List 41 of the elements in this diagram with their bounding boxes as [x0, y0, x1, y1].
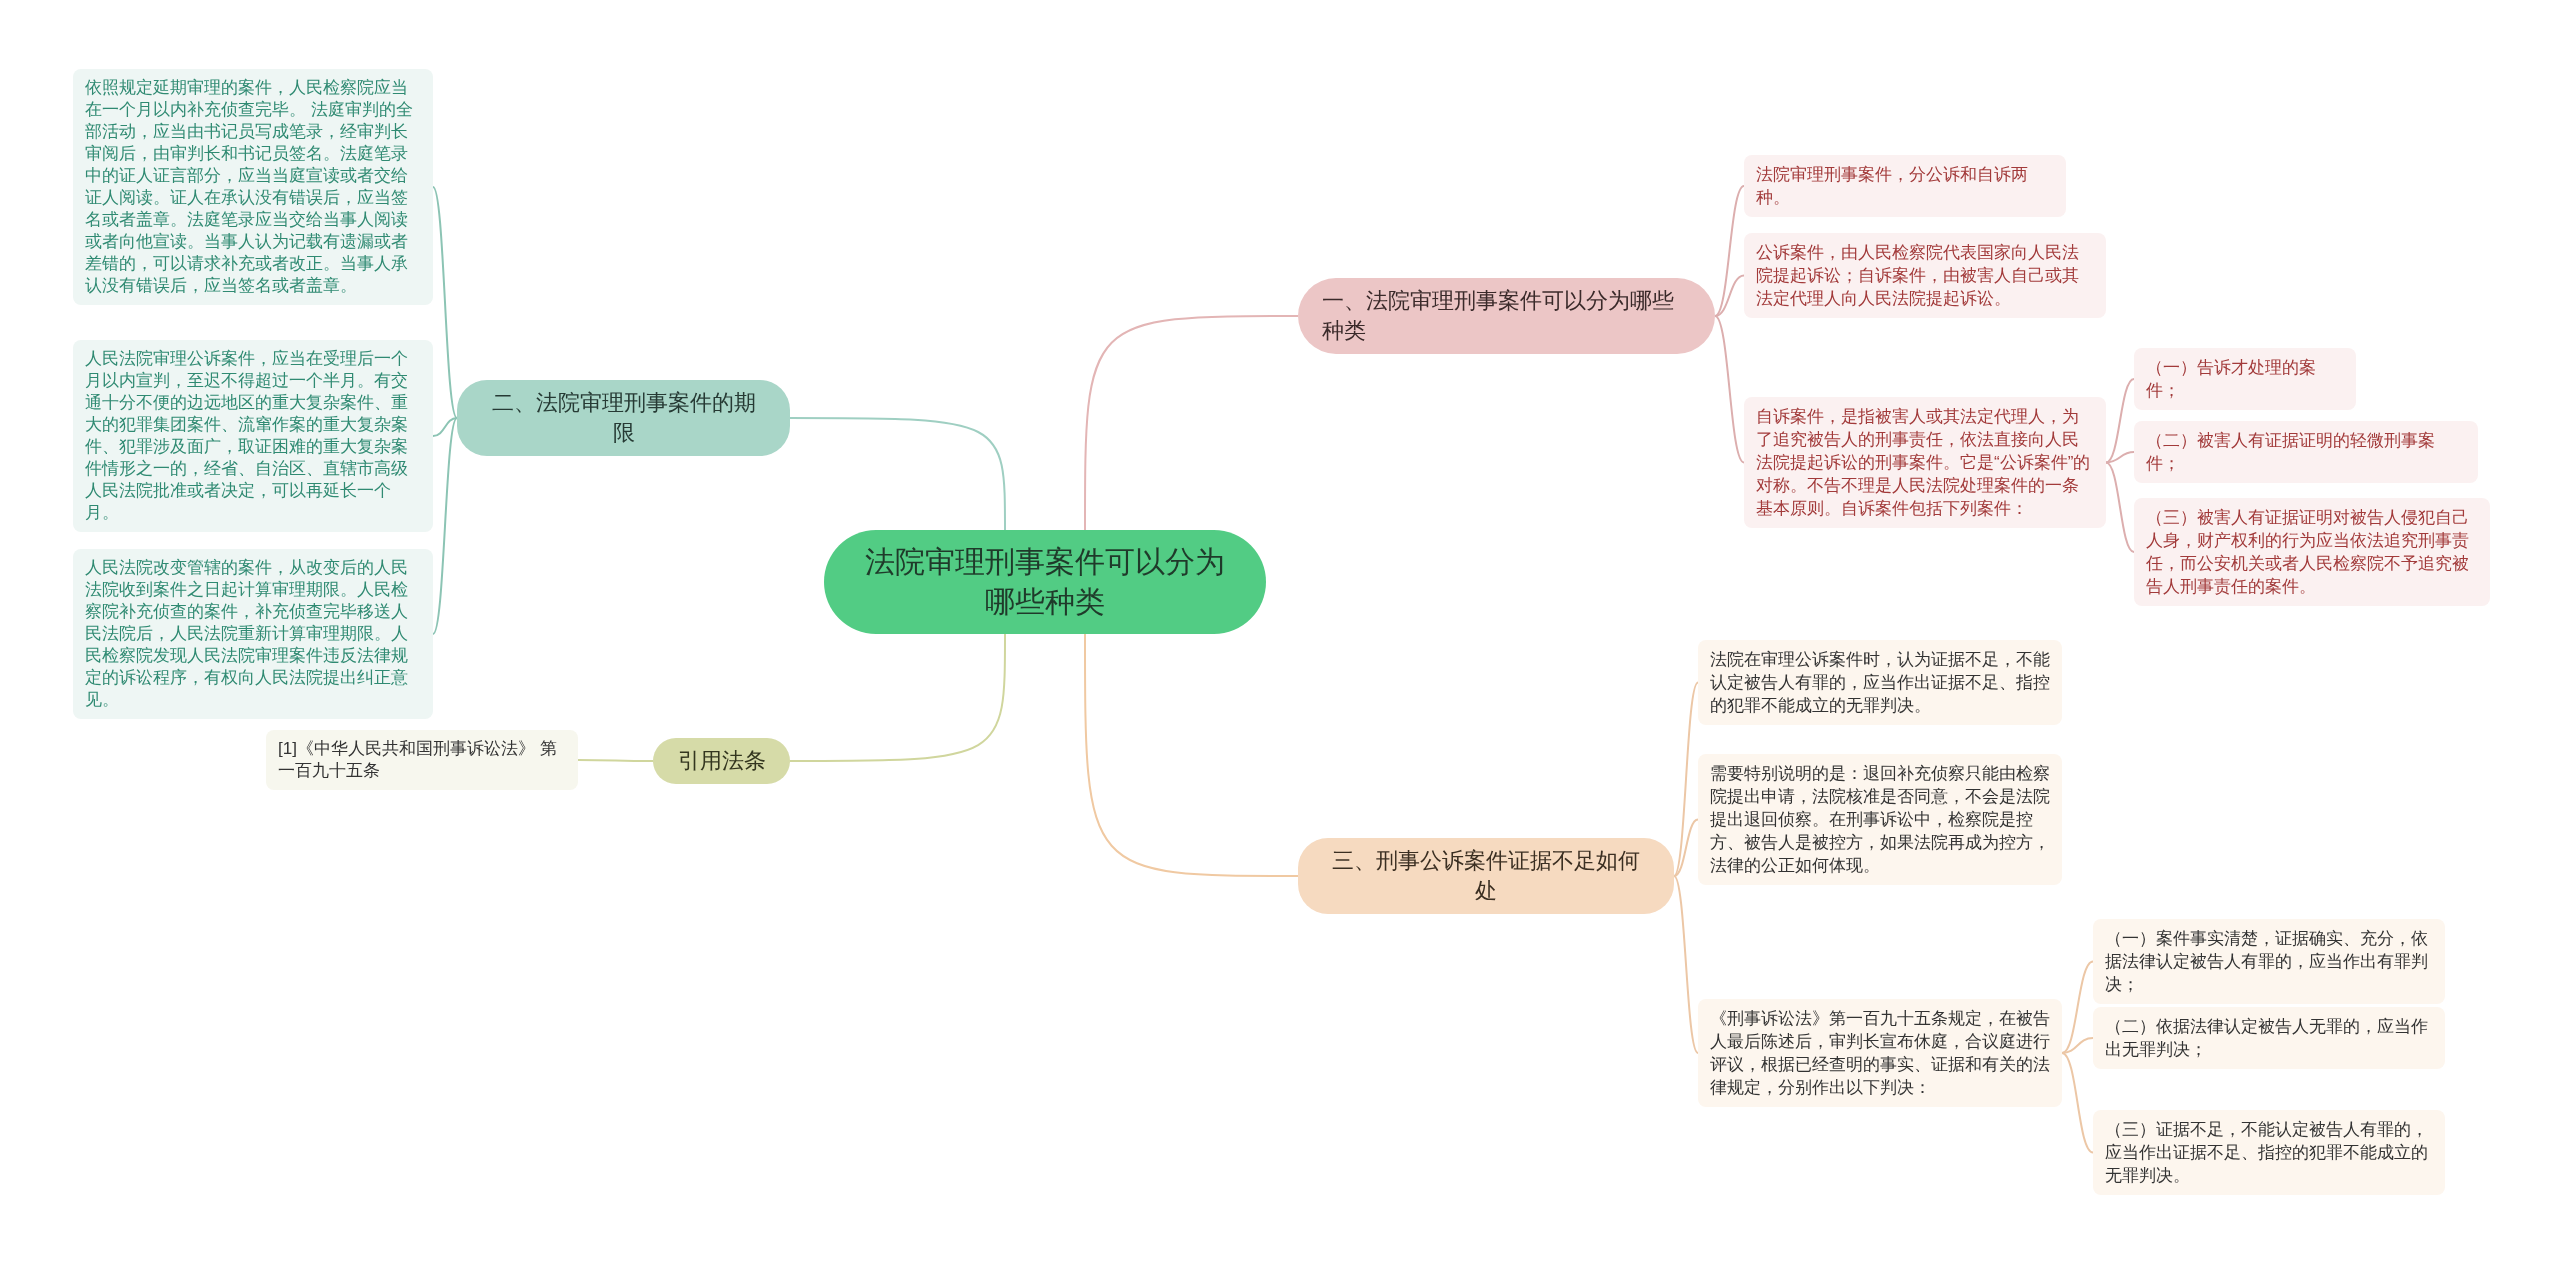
- connector-line: [1084, 633, 1299, 877]
- leaf-note: （三）证据不足，不能认定被告人有罪的，应当作出证据不足、指控的犯罪不能成立的无罪判决。: [2093, 1110, 2445, 1195]
- connector-line: [1714, 185, 1745, 317]
- leaf-note: 人民法院审理公诉案件，应当在受理后一个月以内宣判，至迟不得超过一个半月。有交通十分不便的边远地区的重大复杂案件、重大的犯罪集团案件、流窜作案的重大复杂案件、犯罪涉及面广，取证困难的重大复杂案件情形之一的，经省、自治区、直辖市高级人民法院批准或者决定，可以再延长一个月。: [73, 340, 433, 532]
- connector-line: [2061, 960, 2094, 1054]
- connector-line: [2105, 451, 2135, 464]
- connector-line: [1673, 875, 1699, 1054]
- leaf-note: 人民法院改变管辖的案件，从改变后的人民法院收到案件之日起计算审理期限。人民检察院补充侦查的案件，补充侦查完毕移送人民法院后，人民法院重新计算审理期限。人民检察院发现人民法院审理案件违反法律规定的诉讼程序，有权向人民法院提出纠正意见。: [73, 549, 433, 719]
- leaf-note: （一）案件事实清楚，证据确实、充分，依据法律认定被告人有罪的，应当作出有罪判决；: [2093, 919, 2445, 1004]
- leaf-note: （三）被害人有证据证明对被告人侵犯自己人身，财产权利的行为应当依法追究刑事责任，而公安机关或者人民检察院不予追究被告人刑事责任的案件。: [2134, 498, 2490, 606]
- connector-line: [1673, 818, 1699, 877]
- leaf-note: 《刑事诉讼法》第一百九十五条规定，在被告人最后陈述后，审判长宣布休庭，合议庭进行评议，根据已经查明的事实、证据和有关的法律规定，分别作出以下判决：: [1698, 999, 2062, 1107]
- leaf-note: （一）告诉才处理的案件；: [2134, 348, 2356, 410]
- connector-line: [577, 759, 654, 762]
- leaf-note: 需要特别说明的是：退回补充侦察只能由检察院提出申请，法院核准是否同意，不会是法院提出退回侦察。在刑事诉讼中，检察院是控方、被告人是被控方，如果法院再成为控方，法律的公正如何体现。: [1698, 754, 2062, 885]
- connector-line: [2105, 461, 2135, 553]
- connector-line: [432, 417, 458, 437]
- branch-topic: 三、刑事公诉案件证据不足如何处: [1298, 838, 1674, 914]
- connector-line: [1084, 315, 1299, 531]
- leaf-note: 法院审理刑事案件，分公诉和自诉两种。: [1744, 155, 2066, 217]
- branch-topic: 一、法院审理刑事案件可以分为哪些种类: [1298, 278, 1715, 354]
- connector-line: [789, 633, 1006, 762]
- connector-line: [1714, 274, 1745, 317]
- central-topic: 法院审理刑事案件可以分为哪些种类: [824, 530, 1266, 634]
- connector-line: [1673, 681, 1699, 877]
- leaf-note: 依照规定延期审理的案件，人民检察院应当在一个月以内补充侦查完毕。 法庭审判的全部活动，应当由书记员写成笔录，经审判长审阅后，由审判长和书记员签名。法庭笔录中的证人证言部分，应当当庭宣读或者交给证人阅读。证人在承认没有错误后，应当签名或者盖章。法庭笔录应当交给当事人阅读或者向他宣读。当事人认为记载有遗漏或者差错的，可以请求补充或者改正。当事人承认没有错误后，应当签名或者盖章。: [73, 69, 433, 305]
- branch-topic: 引用法条: [653, 738, 790, 784]
- connector-line: [432, 417, 458, 635]
- leaf-note: （二）被害人有证据证明的轻微刑事案件；: [2134, 421, 2478, 483]
- connector-line: [1714, 315, 1745, 464]
- connector-line: [2061, 1052, 2094, 1154]
- connector-line: [432, 186, 458, 419]
- connector-line: [789, 417, 1006, 531]
- leaf-note: （二）依据法律认定被告人无罪的，应当作出无罪判决；: [2093, 1007, 2445, 1069]
- leaf-note: 自诉案件，是指被害人或其法定代理人，为了追究被告人的刑事责任，依法直接向人民法院提起诉讼的刑事案件。它是“公诉案件”的对称。不告不理是人民法院处理案件的一条基本原则。自诉案件包括下列案件：: [1744, 397, 2106, 528]
- branch-topic: 二、法院审理刑事案件的期限: [457, 380, 790, 456]
- connector-line: [2061, 1037, 2094, 1054]
- leaf-note: [1]《中华人民共和国刑事诉讼法》 第一百九十五条: [266, 730, 578, 790]
- leaf-note: 法院在审理公诉案件时，认为证据不足，不能认定被告人有罪的，应当作出证据不足、指控的犯罪不能成立的无罪判决。: [1698, 640, 2062, 725]
- leaf-note: 公诉案件，由人民检察院代表国家向人民法院提起诉讼；自诉案件，由被害人自己或其法定代理人向人民法院提起诉讼。: [1744, 233, 2106, 318]
- connector-line: [2105, 378, 2135, 464]
